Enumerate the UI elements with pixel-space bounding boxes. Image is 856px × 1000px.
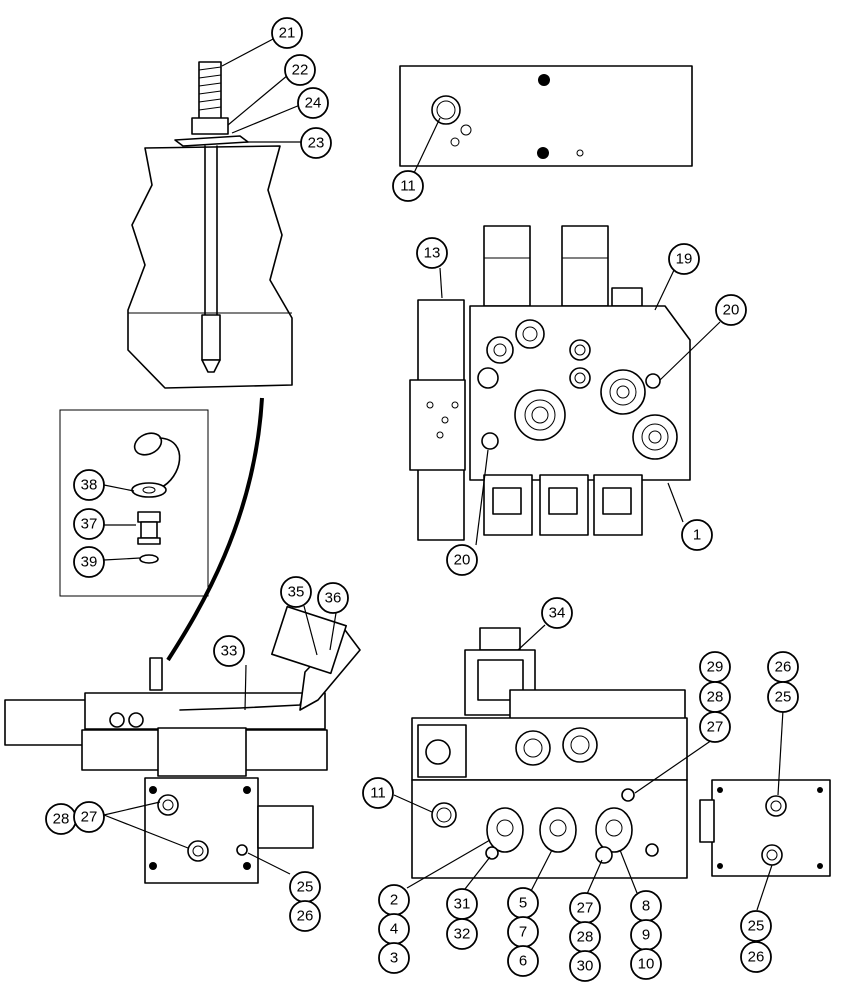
svg-text:28: 28	[53, 811, 70, 828]
top-plate	[399, 65, 693, 167]
svg-text:30: 30	[577, 958, 594, 975]
svg-text:1: 1	[693, 527, 701, 544]
svg-text:27: 27	[81, 809, 98, 826]
callouts: 21 22 24 23 11 13 19 20 20 1 38 37 39 35…	[45, 17, 799, 982]
callout-32: 32	[446, 918, 478, 950]
svg-text:27: 27	[577, 900, 594, 917]
svg-text:4: 4	[390, 921, 398, 938]
svg-text:26: 26	[775, 659, 792, 676]
callout-39: 39	[73, 546, 105, 578]
svg-text:38: 38	[81, 477, 98, 494]
svg-text:25: 25	[748, 918, 765, 935]
callout-23: 23	[300, 127, 332, 159]
callout-2: 2	[378, 884, 410, 916]
svg-text:3: 3	[390, 950, 398, 967]
svg-text:5: 5	[519, 895, 527, 912]
callout-9: 9	[630, 919, 662, 951]
callout-27: 27	[699, 711, 731, 743]
lower-left-valve	[4, 605, 361, 884]
side-plate	[699, 779, 831, 877]
callout-25: 25	[289, 871, 321, 903]
svg-text:28: 28	[577, 929, 594, 946]
valve-bank	[409, 225, 691, 541]
svg-text:22: 22	[292, 62, 309, 79]
svg-text:25: 25	[297, 879, 314, 896]
callout-1: 1	[681, 519, 713, 551]
callout-19: 19	[668, 243, 700, 275]
svg-text:6: 6	[519, 953, 527, 970]
callout-25: 25	[740, 910, 772, 942]
lower-right-manifold	[411, 627, 688, 879]
svg-text:20: 20	[454, 552, 471, 569]
callout-27: 27	[569, 892, 601, 924]
callout-33: 33	[213, 635, 245, 667]
svg-text:7: 7	[519, 924, 527, 941]
svg-text:27: 27	[707, 719, 724, 736]
callout-37: 37	[73, 508, 105, 540]
callout-22: 22	[284, 54, 316, 86]
svg-text:36: 36	[325, 590, 342, 607]
svg-text:10: 10	[638, 956, 655, 973]
svg-text:29: 29	[707, 659, 724, 676]
svg-text:21: 21	[279, 25, 296, 42]
cable-line	[166, 397, 264, 662]
svg-text:31: 31	[454, 896, 471, 913]
callout-28: 28	[569, 921, 601, 953]
svg-text:11: 11	[370, 785, 386, 802]
svg-text:25: 25	[775, 689, 792, 706]
callout-26: 26	[289, 900, 321, 932]
svg-text:9: 9	[642, 927, 650, 944]
svg-text:19: 19	[676, 251, 693, 268]
callout-26: 26	[740, 941, 772, 973]
svg-text:26: 26	[297, 908, 314, 925]
callout-11: 11	[362, 777, 394, 809]
callout-26: 26	[767, 651, 799, 683]
callout-5: 5	[507, 887, 539, 919]
callout-21: 21	[271, 17, 303, 49]
svg-text:32: 32	[454, 926, 471, 943]
svg-text:23: 23	[308, 135, 325, 152]
callout-6: 6	[507, 945, 539, 977]
callout-31: 31	[446, 888, 478, 920]
stud-assembly	[127, 61, 293, 389]
svg-text:2: 2	[390, 892, 398, 909]
callout-36: 36	[317, 582, 349, 614]
callout-38: 38	[73, 469, 105, 501]
callout-10: 10	[630, 948, 662, 980]
svg-text:8: 8	[642, 898, 650, 915]
fitting-detail-box	[59, 409, 209, 597]
callout-24: 24	[297, 87, 329, 119]
callout-4: 4	[378, 913, 410, 945]
callout-11: 11	[392, 170, 424, 202]
svg-text:35: 35	[288, 584, 305, 601]
svg-text:20: 20	[723, 302, 740, 319]
svg-text:34: 34	[549, 605, 566, 622]
callout-7: 7	[507, 916, 539, 948]
svg-text:33: 33	[221, 643, 238, 660]
callout-3: 3	[378, 942, 410, 974]
callout-28: 28	[699, 681, 731, 713]
callout-28: 28	[45, 803, 77, 835]
callout-34: 34	[541, 597, 573, 629]
callout-27: 27	[73, 801, 105, 833]
svg-text:24: 24	[305, 95, 322, 112]
callout-29: 29	[699, 651, 731, 683]
callout-20: 20	[446, 544, 478, 576]
callout-13: 13	[416, 237, 448, 269]
callout-35: 35	[280, 576, 312, 608]
svg-text:26: 26	[748, 949, 765, 966]
leader-lines	[103, 37, 784, 911]
callout-20: 20	[715, 294, 747, 326]
svg-text:37: 37	[81, 516, 98, 533]
svg-text:28: 28	[707, 689, 724, 706]
svg-text:13: 13	[424, 245, 441, 262]
callout-30: 30	[569, 950, 601, 982]
callout-8: 8	[630, 890, 662, 922]
svg-text:11: 11	[400, 178, 416, 195]
callout-25: 25	[767, 681, 799, 713]
svg-text:39: 39	[81, 554, 98, 571]
